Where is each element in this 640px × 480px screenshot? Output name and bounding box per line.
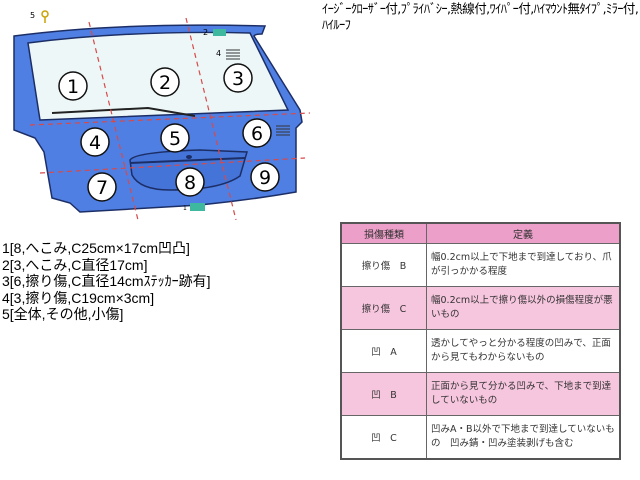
damage-definition: 幅0.2cm以上で擦り傷以外の損傷程度が悪いもの: [426, 286, 621, 330]
tailgate-diagram: 1 2 3 4 5 6 7 8 9 2 4 1 5: [13, 10, 311, 220]
zone-circle-6: [242, 118, 272, 148]
vehicle-options: ｲｰｼﾞｰｸﾛｰｻﾞｰ付,ﾌﾟﾗｲﾊﾞｼｰ,熱線付,ﾜｲﾊﾟｰ付,ﾊｲﾏｳﾝﾄ無…: [322, 1, 639, 32]
zone-label-2: 2: [159, 72, 171, 94]
bottom-label: 1: [183, 205, 187, 212]
damage-type: 擦り傷 C: [340, 286, 427, 330]
zone-label-7: 7: [96, 177, 108, 199]
sticker-label: 2: [203, 28, 208, 37]
damage-definition: 凹みA・B以外で下地まで到達していないもの 凹み錆・凹み塗装剥げも含む: [426, 415, 621, 459]
bottom-marker: [190, 203, 205, 211]
damage-item: 5[全体,その他,小傷]: [2, 306, 124, 322]
damage-type: 凹 C: [340, 415, 427, 459]
zone-label-5: 5: [169, 128, 181, 150]
damage-type: 凹 B: [340, 372, 427, 416]
key-icon: [41, 10, 49, 23]
zone-circle-2: [150, 67, 180, 97]
header-definition: 定義: [426, 222, 621, 244]
damage-item: 4[3,擦り傷,C19cm×3cm]: [2, 289, 155, 306]
damage-type: 擦り傷 B: [340, 243, 427, 287]
zone-circle-5: [160, 123, 190, 153]
zone-label-9: 9: [259, 167, 271, 189]
damage-definition: 幅0.2cm以上で下地まで到達しており、爪が引っかかる程度: [426, 243, 621, 287]
key-label: 5: [30, 11, 35, 20]
damage-item: 3[6,擦り傷,C直径14cmｽﾃｯｶｰ跡有]: [2, 273, 211, 289]
zone-label-3: 3: [232, 68, 244, 90]
zone-circle-1: [58, 71, 88, 101]
damage-list: 1[8,へこみ,C25cm×17cm凹凸] 2[3,へこみ,C直径17cm] 3…: [2, 240, 210, 323]
zone-label-1: 1: [67, 76, 79, 98]
scratch-lines-icon: [276, 125, 290, 136]
damage-item: 1[8,へこみ,C25cm×17cm凹凸]: [2, 240, 190, 256]
damage-definition: 透かしてやっと分かる程度の凹みで、正面から見てもわからないもの: [426, 329, 621, 373]
header-type: 損傷種類: [340, 222, 427, 244]
wiper: [51, 106, 196, 117]
lines-label: 4: [216, 49, 221, 58]
scratch-lines-icon: [226, 49, 240, 60]
emblem: [186, 155, 192, 159]
zone-circle-8: [175, 167, 205, 197]
zone-label-6: 6: [251, 123, 263, 145]
zone-grid: [29, 17, 311, 220]
sticker-marker: [213, 29, 226, 36]
zone-label-8: 8: [184, 172, 196, 194]
zone-circle-4: [80, 127, 110, 157]
damage-item: 2[3,へこみ,C直径17cm]: [2, 256, 148, 273]
damage-definition: 正面から見て分かる凹みで、下地まで到達していないもの: [426, 372, 621, 416]
zone-circle-7: [87, 172, 117, 202]
zone-circle-9: [250, 162, 280, 192]
zone-circle-3: [223, 63, 253, 93]
damage-type: 凹 A: [340, 329, 427, 373]
zone-label-4: 4: [89, 132, 101, 154]
